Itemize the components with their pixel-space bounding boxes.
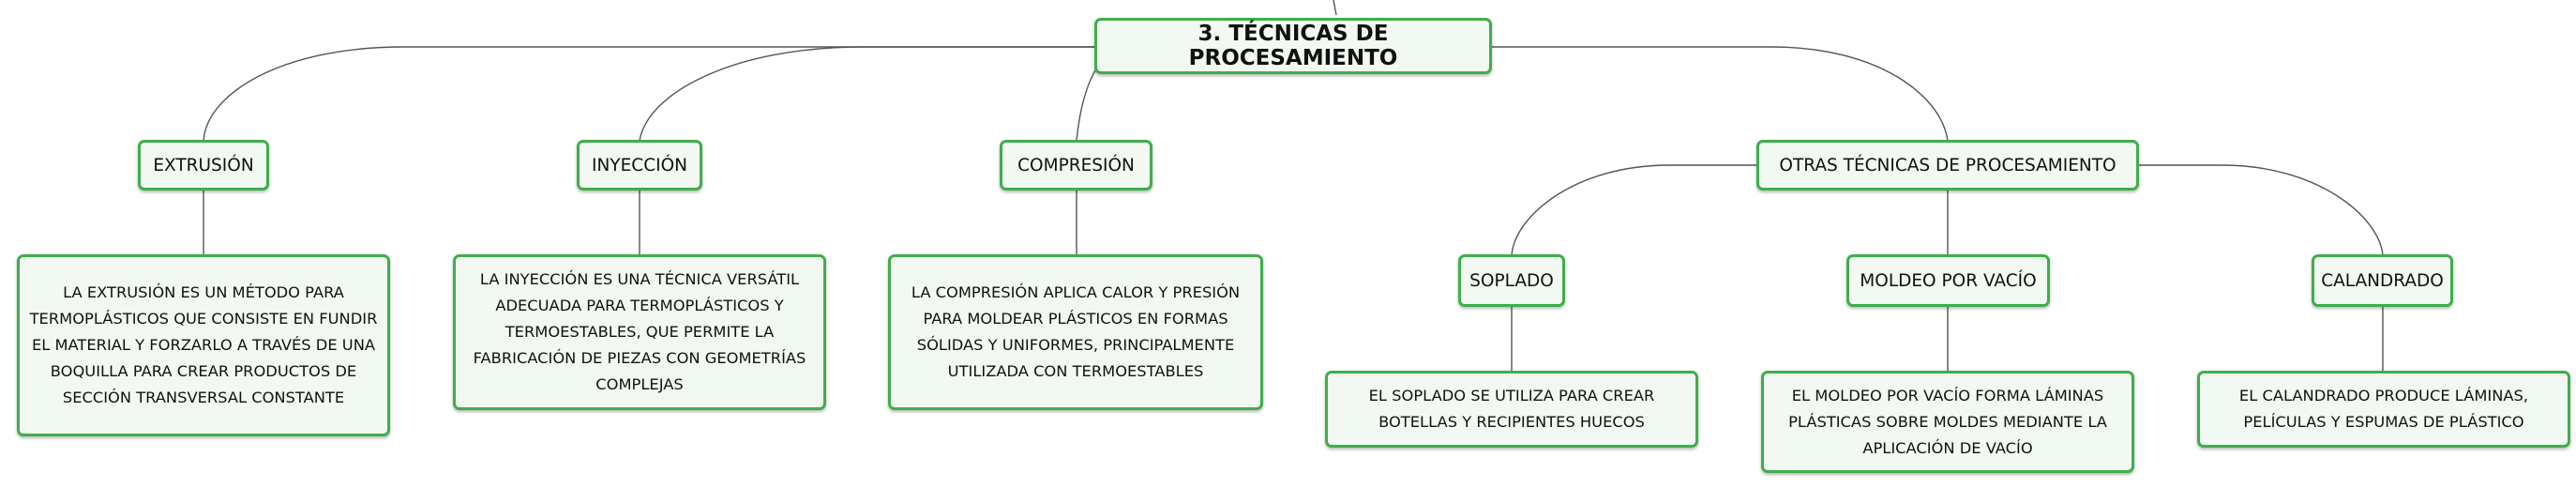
topic-calandrado[interactable]: CALANDRADO	[2312, 254, 2453, 307]
connector-root-inyeccion	[639, 46, 1094, 142]
topic-moldeo-por-vacio-label: MOLDEO POR VACÍO	[1860, 270, 2037, 291]
topic-otras[interactable]: OTRAS TÉCNICAS DE PROCESAMIENTO	[1756, 140, 2139, 191]
topic-inyeccion[interactable]: INYECCIÓN	[577, 140, 702, 191]
description-moldeo-por-vacio-text: EL MOLDEO POR VACÍO FORMA LÁMINAS PLÁSTI…	[1788, 386, 2107, 457]
description-compresion: LA COMPRESIÓN APLICA CALOR Y PRESIÓN PAR…	[888, 254, 1263, 410]
description-inyeccion: LA INYECCIÓN ES UNA TÉCNICA VERSÁTIL ADE…	[453, 254, 826, 410]
topic-inyeccion-label: INYECCIÓN	[592, 155, 687, 175]
connector-otras-calandrado	[2137, 164, 2384, 256]
description-compresion-text: LA COMPRESIÓN APLICA CALOR Y PRESIÓN PAR…	[911, 283, 1241, 380]
topic-extrusion[interactable]: EXTRUSIÓN	[138, 140, 269, 191]
connector-root-otras	[1492, 46, 1949, 142]
topic-soplado[interactable]: SOPLADO	[1458, 254, 1565, 307]
topic-soplado-label: SOPLADO	[1469, 270, 1554, 291]
topic-calandrado-label: CALANDRADO	[2321, 270, 2444, 291]
topic-extrusion-label: EXTRUSIÓN	[153, 155, 254, 175]
description-soplado-text: EL SOPLADO SE UTILIZA PARA CREAR BOTELLA…	[1368, 387, 1655, 431]
connector-parent-root	[1333, 0, 1337, 16]
root-topic[interactable]: 3. TÉCNICAS DE PROCESAMIENTO	[1094, 18, 1492, 74]
description-moldeo-por-vacio: EL MOLDEO POR VACÍO FORMA LÁMINAS PLÁSTI…	[1761, 371, 2134, 473]
root-topic-label: 3. TÉCNICAS DE PROCESAMIENTO	[1188, 22, 1398, 70]
description-soplado: EL SOPLADO SE UTILIZA PARA CREAR BOTELLA…	[1325, 371, 1698, 448]
description-inyeccion-text: LA INYECCIÓN ES UNA TÉCNICA VERSÁTIL ADE…	[473, 270, 806, 393]
topic-compresion-label: COMPRESIÓN	[1017, 155, 1135, 175]
topic-compresion[interactable]: COMPRESIÓN	[1000, 140, 1152, 191]
description-calandrado-text: EL CALANDRADO PRODUCE LÁMINAS, PELÍCULAS…	[2238, 387, 2529, 431]
description-extrusion-text: LA EXTRUSIÓN ES UN MÉTODO PARA TERMOPLÁS…	[29, 283, 378, 406]
description-calandrado: EL CALANDRADO PRODUCE LÁMINAS, PELÍCULAS…	[2197, 371, 2570, 448]
connector-root-extrusion	[203, 46, 1094, 142]
topic-moldeo-por-vacio[interactable]: MOLDEO POR VACÍO	[1846, 254, 2050, 307]
topic-otras-label: OTRAS TÉCNICAS DE PROCESAMIENTO	[1779, 155, 2117, 175]
description-extrusion: LA EXTRUSIÓN ES UN MÉTODO PARA TERMOPLÁS…	[17, 254, 390, 436]
connector-otras-soplado	[1511, 164, 1760, 256]
